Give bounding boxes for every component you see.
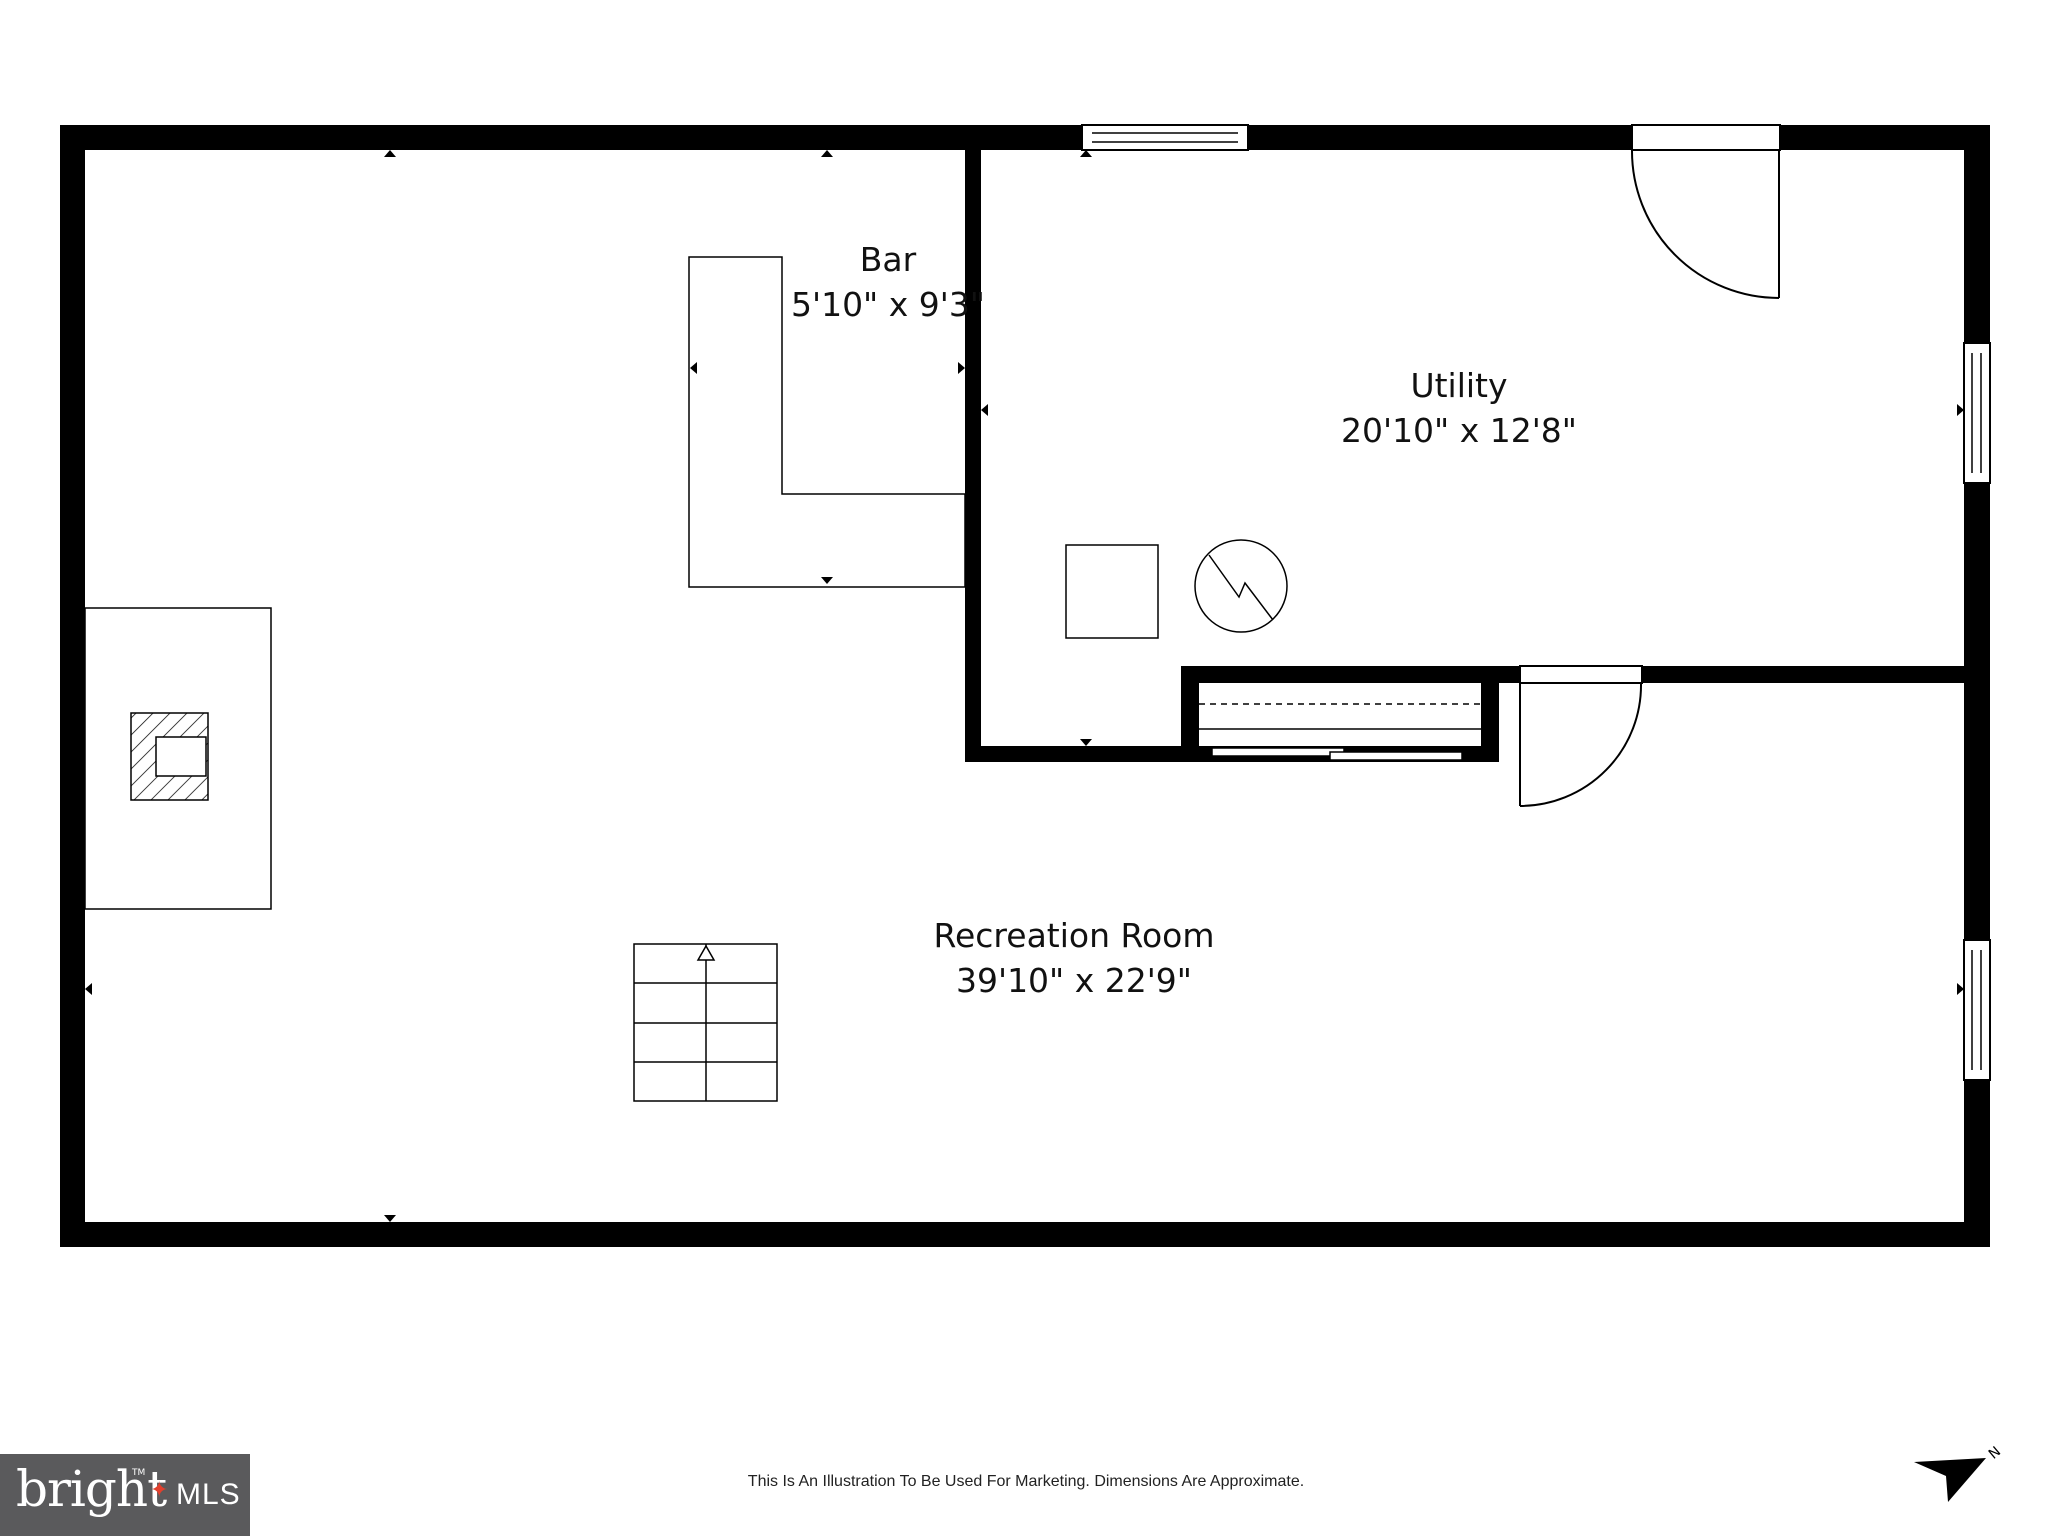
disclaimer-text: This Is An Illustration To Be Used For M…	[747, 1473, 1305, 1490]
room-dimensions-recreation: 39'10" x 22'9"	[956, 960, 1192, 1000]
fireplace-icon	[84, 607, 272, 910]
logo-wordmark: bright	[16, 1460, 167, 1518]
door-utility-recreation	[1519, 665, 1643, 807]
water-heater-icon	[1194, 539, 1288, 633]
door-exterior-utility	[1630, 124, 1781, 299]
utility-equipment-box	[1065, 544, 1159, 639]
window-right-utility	[1963, 342, 1991, 484]
compass-north-label: N	[1986, 1444, 2004, 1463]
logo-mls: MLS	[176, 1478, 241, 1511]
measurement-ticks	[85, 150, 1964, 1222]
bar-counter	[688, 256, 966, 588]
interior-walls	[965, 150, 1981, 762]
room-label-recreation: Recreation Room 39'10" x 22'9"	[874, 914, 1274, 1003]
room-name-bar: Bar	[859, 240, 917, 279]
window-top	[1081, 124, 1249, 151]
closet-shelving	[1199, 683, 1481, 761]
room-label-bar: Bar 5'10" x 9'3"	[788, 238, 988, 327]
room-name-utility: Utility	[1410, 366, 1508, 405]
room-label-utility: Utility 20'10" x 12'8"	[1259, 364, 1659, 453]
bright-mls-logo: bright TM ✦ MLS	[0, 1454, 250, 1536]
logo-star-icon: ✦	[150, 1478, 169, 1503]
window-right-recreation	[1963, 939, 1991, 1081]
staircase-icon	[633, 943, 778, 1102]
room-dimensions-bar: 5'10" x 9'3"	[791, 284, 985, 324]
room-name-recreation: Recreation Room	[933, 916, 1215, 955]
room-dimensions-utility: 20'10" x 12'8"	[1341, 410, 1577, 450]
logo-trademark: TM	[132, 1468, 146, 1478]
exterior-walls	[60, 125, 1990, 1247]
north-arrow-icon: N	[1914, 1444, 2004, 1502]
